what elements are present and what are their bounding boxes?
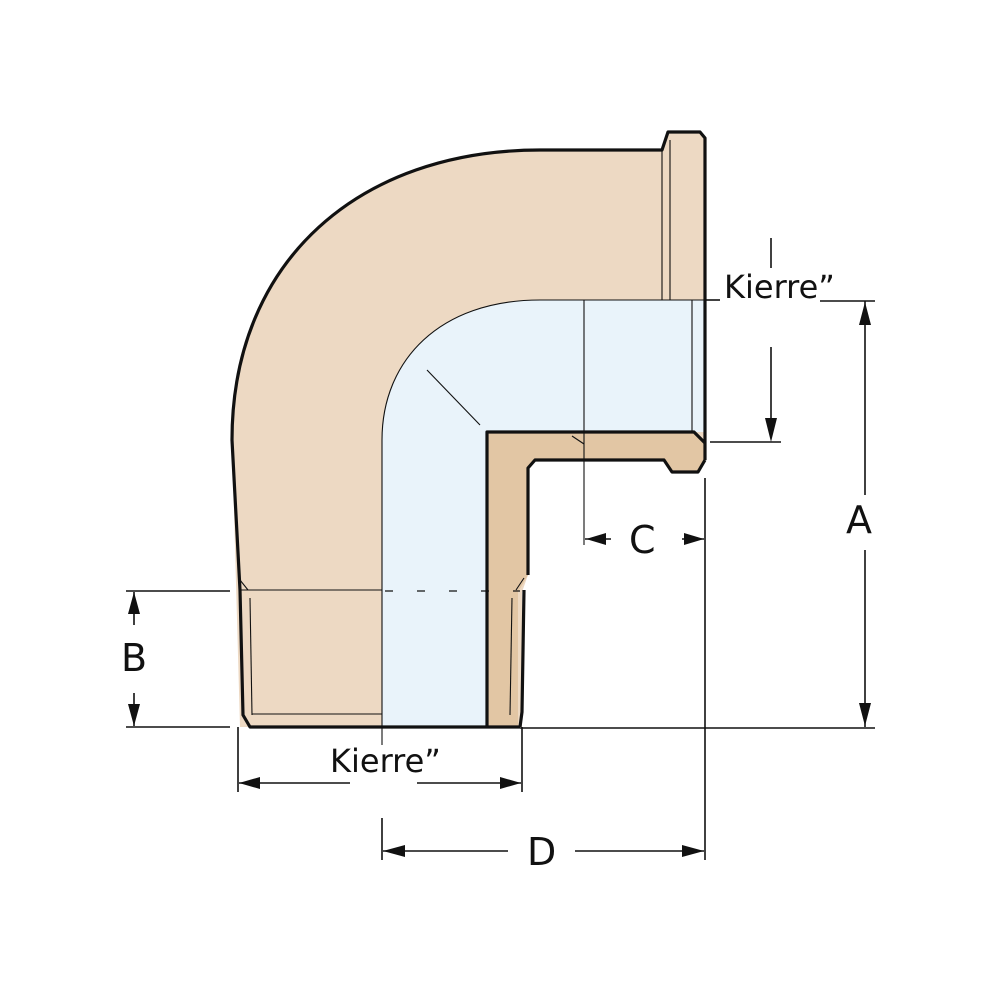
elbow-outline (230, 130, 707, 591)
dim-d-label: D (527, 830, 556, 874)
socket-lip-outline (526, 458, 707, 575)
dimension-thread-top: Kierre” (705, 238, 835, 443)
arrow-left-icon (383, 845, 405, 857)
elbow-outline-left-thread (238, 589, 520, 729)
thread-taper-right (509, 597, 513, 716)
arrow-up-icon (859, 302, 871, 325)
dimension-thread-bottom: Kierre” (237, 727, 523, 792)
bore-arc (381, 299, 705, 727)
dimension-b: B (121, 590, 230, 728)
thread-label-top: Kierre” (724, 268, 835, 306)
thread-chamfer-right (515, 577, 525, 591)
arrow-down-icon (859, 703, 871, 726)
elbow-bore (382, 300, 705, 727)
dim-a-label: A (846, 498, 872, 542)
thread-label-bottom: Kierre” (330, 742, 441, 780)
dimension-d: D (381, 818, 704, 874)
socket-tick (571, 435, 585, 445)
arrow-right-icon (682, 845, 704, 857)
dim-b-label: B (121, 636, 147, 680)
arrow-up-icon (128, 592, 140, 614)
arrow-right-icon (500, 777, 521, 789)
arrow-down-icon (765, 418, 777, 442)
arrow-left-icon (586, 533, 606, 545)
dim-c-label: C (629, 518, 656, 562)
socket-inner-outline (485, 430, 707, 727)
arrow-down-icon (128, 704, 140, 726)
arrow-left-icon (239, 777, 260, 789)
miter-line (426, 369, 481, 426)
elbow-outline-right-thread (518, 589, 526, 728)
dimension-a: A (520, 300, 875, 729)
thread-taper-left (249, 597, 253, 716)
arrow-right-icon (684, 533, 704, 545)
dimension-c: C (585, 478, 706, 860)
thread-chamfer-left (239, 579, 249, 591)
elbow-cut-wall (487, 432, 705, 727)
elbow-body (230, 130, 707, 745)
